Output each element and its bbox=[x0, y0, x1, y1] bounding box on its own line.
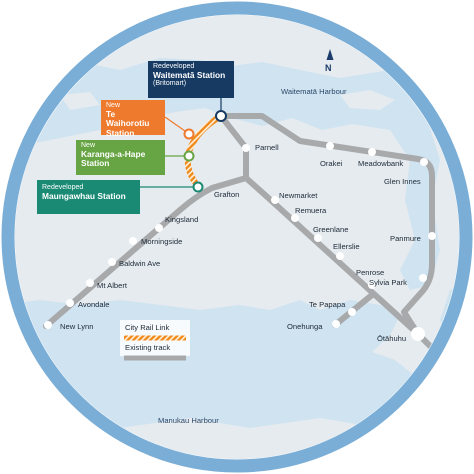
station-dot-waihorotiu bbox=[183, 128, 195, 140]
callout-karangahape-main2: Station bbox=[81, 158, 110, 169]
station-dots bbox=[44, 142, 436, 341]
western-line bbox=[43, 175, 249, 329]
station-dot-maungawhau bbox=[192, 181, 204, 193]
station-label-new-lynn: New Lynn bbox=[60, 322, 94, 331]
manukau-water bbox=[15, 340, 420, 430]
station-dot-remuera bbox=[291, 214, 299, 222]
callout-maungawhau: Redeveloped Maungawhau Station bbox=[37, 180, 140, 214]
callout-waihorotiu: New Te Waihorotiu Station bbox=[101, 100, 165, 138]
callout-waihorotiu-sub: New bbox=[106, 102, 121, 109]
station-dot-otahuhu bbox=[411, 327, 425, 341]
station-label-grafton: Grafton bbox=[214, 190, 240, 199]
station-label-te-papapa: Te Papapa bbox=[309, 300, 346, 309]
southern-line bbox=[243, 175, 433, 349]
north-letter: N bbox=[325, 63, 332, 73]
station-label-greenlane: Greenlane bbox=[313, 225, 349, 234]
callout-waitemata: Redeveloped Waitematā Station (Britomart… bbox=[148, 61, 234, 98]
station-dot-ellerslie bbox=[336, 252, 344, 260]
callout-waitemata-main: Waitematā Station bbox=[153, 69, 226, 80]
callout-waihorotiu-main1: Te Waihorotiu bbox=[106, 108, 150, 129]
callout-waitemata-sub: Redeveloped bbox=[153, 63, 195, 70]
station-dot-baldwin-ave bbox=[108, 258, 116, 266]
leader-waihorotiu bbox=[164, 116, 186, 132]
station-label-baldwin-ave: Baldwin Ave bbox=[119, 259, 161, 268]
station-label-mt-albert: Mt Albert bbox=[97, 281, 127, 290]
station-label-penrose: Penrose bbox=[356, 268, 385, 277]
station-dot-onehunga bbox=[332, 320, 340, 328]
station-label-ellerslie: Ellerslie bbox=[333, 242, 360, 251]
callout-karangahape-main1: Karanga-a-Hape bbox=[81, 148, 146, 159]
station-dot-karangahape bbox=[183, 150, 195, 162]
station-dot-avondale bbox=[66, 299, 74, 307]
station-dot-parnell bbox=[242, 144, 250, 152]
callout-waitemata-extra: (Britomart) bbox=[153, 80, 187, 88]
station-label-panmure: Panmure bbox=[390, 234, 421, 243]
station-dot-mt-albert bbox=[86, 279, 94, 287]
callout-waihorotiu-main2: Station bbox=[106, 127, 135, 138]
station-dot-new-lynn bbox=[44, 321, 52, 329]
station-dot-orakei bbox=[326, 142, 334, 150]
station-dot-meadowbank bbox=[368, 148, 376, 156]
station-dot-glen-innes bbox=[420, 158, 428, 166]
station-label-newmarket: Newmarket bbox=[279, 191, 318, 200]
station-label-remuera: Remuera bbox=[295, 206, 327, 215]
station-label-glen-innes: Glen Innes bbox=[384, 177, 421, 186]
station-dot-panmure bbox=[428, 232, 436, 240]
station-dot-kingsland bbox=[155, 224, 163, 232]
station-dot-newmarket bbox=[271, 196, 279, 204]
manukau-harbour-label: Manukau Harbour bbox=[158, 416, 219, 425]
station-label-onehunga: Onehunga bbox=[287, 322, 323, 331]
station-label-orakei: Orakei bbox=[320, 159, 343, 168]
station-dot-penrose bbox=[368, 281, 376, 289]
station-label-morningside: Morningside bbox=[141, 237, 183, 246]
waitemata-harbour-label: Waitematā Harbour bbox=[281, 87, 347, 96]
callout-karangahape: New Karanga-a-Hape Station bbox=[76, 140, 165, 175]
eastern-line bbox=[218, 113, 435, 337]
station-label-avondale: Avondale bbox=[78, 300, 110, 309]
north-arrow-icon bbox=[326, 49, 334, 60]
callout-maungawhau-main: Maungawhau Station bbox=[42, 190, 126, 201]
station-label-parnell: Parnell bbox=[255, 143, 279, 152]
station-dot-greenlane bbox=[314, 234, 322, 242]
station-dot-te-papapa bbox=[348, 308, 356, 316]
station-label-kingsland: Kingsland bbox=[165, 215, 199, 224]
station-label-meadowbank: Meadowbank bbox=[358, 159, 404, 168]
callout-karangahape-sub: New bbox=[81, 142, 96, 149]
station-dot-waitemata bbox=[215, 110, 227, 122]
callout-maungawhau-sub: Redeveloped bbox=[42, 184, 84, 191]
station-label-otahuhu: Ōtāhuhu bbox=[377, 334, 407, 343]
legend-existing-label: Existing track bbox=[125, 343, 171, 352]
station-dot-morningside bbox=[129, 237, 137, 245]
station-dot-sylvia-park bbox=[419, 274, 427, 282]
legend-crl-label: City Rail Link bbox=[125, 323, 170, 332]
station-label-sylvia-park: Sylvia Park bbox=[369, 278, 407, 287]
